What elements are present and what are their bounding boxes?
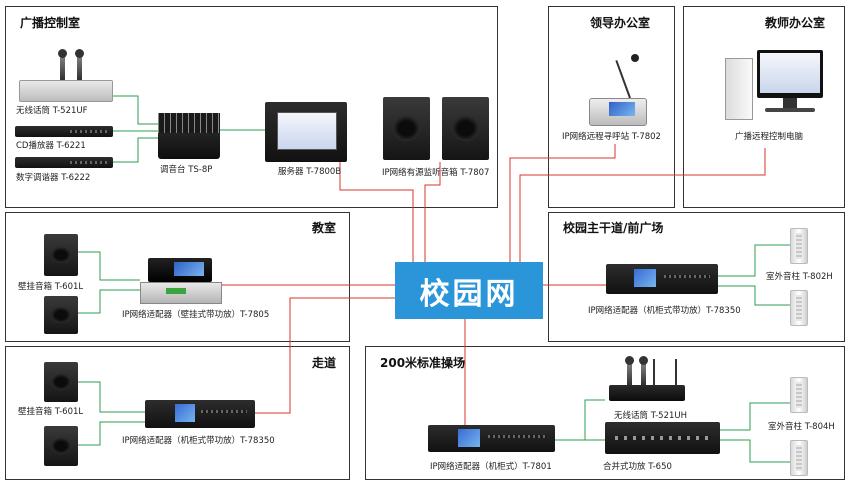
monitor-speaker-left <box>383 97 430 160</box>
mixer-amplifier-device <box>605 422 720 454</box>
zone-title-teacher: 教师办公室 <box>765 16 826 30</box>
wall-adapter-device <box>140 258 222 304</box>
label-wall-speaker-class: 壁挂音箱 T-601L <box>18 282 84 292</box>
label-paging-station: IP网络远程寻呼站 T-7802 <box>562 132 661 142</box>
label-rack-adapter-road: IP网络适配器（机柜式带功放）T-78350 <box>588 306 741 316</box>
campus-network-node: 校园网 <box>395 262 543 319</box>
wireless-mic-receiver-device <box>15 49 115 102</box>
monitor-speaker-right <box>442 97 489 160</box>
label-wall-speaker-corridor: 壁挂音箱 T-601L <box>18 407 84 417</box>
label-remote-pc: 广播远程控制电脑 <box>735 132 804 142</box>
zone-title-field: 200米标准操场 <box>380 356 466 370</box>
wall-speaker-corridor-top <box>44 362 78 402</box>
label-rack-adapter-corridor: IP网络适配器（机柜式带功放）T-78350 <box>122 436 275 446</box>
wall-speaker-classroom-top <box>44 234 78 276</box>
rack-adapter-road-device <box>606 264 718 294</box>
zone-title-corridor: 走道 <box>312 356 337 370</box>
label-wireless-mic-1: 无线话筒 T-521UF <box>16 106 88 116</box>
server-device <box>265 102 347 162</box>
label-cd-player: CD播放器 T-6221 <box>16 141 86 151</box>
label-wall-adapter: IP网络适配器（壁挂式带功放）T-7805 <box>122 310 270 320</box>
zone-title-classroom: 教室 <box>312 221 337 235</box>
label-outdoor-column-field: 室外音柱 T-804H <box>768 422 835 432</box>
outdoor-column-road-bottom <box>790 290 808 326</box>
mixer-device <box>158 113 220 159</box>
rack-adapter-corridor-device <box>145 400 255 428</box>
rack-adapter-field-device <box>428 425 555 452</box>
label-mixer: 调音台 TS-8P <box>160 165 213 175</box>
zone-title-main-road: 校园主干道/前广场 <box>563 221 664 235</box>
label-mixer-amp: 合并式功放 T-650 <box>603 462 672 472</box>
label-server: 服务器 T-7800B <box>278 167 342 177</box>
paging-station-device <box>585 54 647 126</box>
wall-speaker-classroom-bottom <box>44 296 78 334</box>
zone-title-control: 广播控制室 <box>20 16 81 30</box>
remote-control-pc-device <box>725 50 825 122</box>
label-outdoor-column-road: 室外音柱 T-802H <box>766 272 833 282</box>
label-wireless-mic-2: 无线话筒 T-521UH <box>614 411 688 421</box>
wall-speaker-corridor-bottom <box>44 426 78 466</box>
tuner-device <box>15 157 113 168</box>
outdoor-column-field-bottom <box>790 440 808 476</box>
label-monitor-speaker: IP网络有源监听音箱 T-7807 <box>382 168 490 178</box>
outdoor-column-field-top <box>790 377 808 413</box>
cd-player-device <box>15 126 113 137</box>
wireless-mic-2-device <box>605 355 687 405</box>
label-tuner: 数字调谐器 T-6222 <box>16 173 91 183</box>
label-rack-adapter-field: IP网络适配器（机柜式）T-7801 <box>430 462 552 472</box>
zone-title-leader: 领导办公室 <box>590 16 651 30</box>
outdoor-column-road-top <box>790 228 808 264</box>
